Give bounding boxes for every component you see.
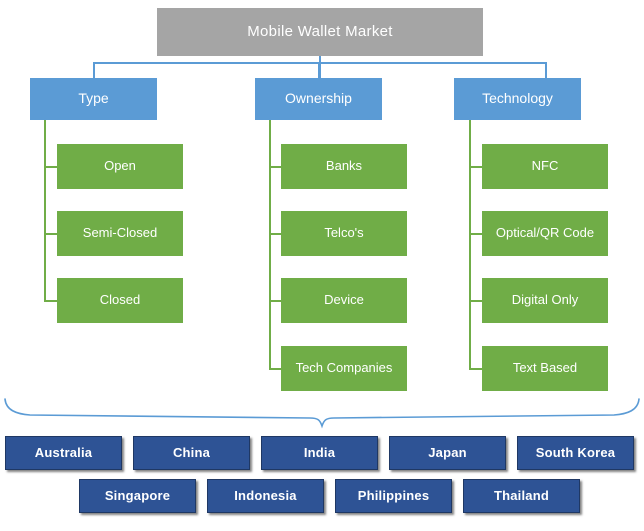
connector-elbow-technology-1	[469, 166, 483, 168]
country-node-label: Japan	[428, 444, 467, 460]
connector-elbow-ownership-2	[269, 233, 283, 235]
connector-drop-ownership	[318, 62, 320, 78]
connector-elbow-type-3	[44, 300, 58, 302]
country-node-label: Philippines	[357, 487, 430, 503]
category-node-ownership[interactable]: Ownership	[255, 78, 382, 120]
connector-elbow-technology-3	[469, 300, 483, 302]
country-node-label: South Korea	[535, 444, 616, 460]
root-node-label: Mobile Wallet Market	[247, 22, 393, 40]
leaf-node-label: Tech Companies	[295, 360, 393, 376]
connector-elbow-type-2	[44, 233, 58, 235]
country-node-label: India	[303, 444, 336, 460]
country-node-philippines[interactable]: Philippines	[335, 479, 452, 513]
root-node-mobile-wallet-market[interactable]: Mobile Wallet Market	[157, 8, 483, 56]
connector-spine-type	[44, 120, 46, 302]
leaf-node-label: Semi-Closed	[82, 225, 158, 241]
curly-brace-connector	[0, 396, 644, 430]
leaf-node-label: Optical/QR Code	[495, 225, 595, 241]
leaf-node-nfc[interactable]: NFC	[482, 144, 608, 189]
leaf-node-digital-only[interactable]: Digital Only	[482, 278, 608, 323]
curly-brace-icon	[4, 398, 640, 429]
leaf-node-label: Banks	[325, 158, 363, 174]
leaf-node-label: NFC	[531, 158, 559, 174]
country-node-indonesia[interactable]: Indonesia	[207, 479, 324, 513]
connector-spine-technology	[469, 120, 471, 370]
country-node-india[interactable]: India	[261, 436, 378, 470]
category-node-label: Ownership	[285, 90, 352, 107]
leaf-node-text-based[interactable]: Text Based	[482, 346, 608, 391]
category-node-label: Type	[78, 90, 109, 107]
country-node-china[interactable]: China	[133, 436, 250, 470]
category-node-technology[interactable]: Technology	[454, 78, 581, 120]
leaf-node-device[interactable]: Device	[281, 278, 407, 323]
country-node-singapore[interactable]: Singapore	[79, 479, 196, 513]
country-node-australia[interactable]: Australia	[5, 436, 122, 470]
connector-elbow-type-1	[44, 166, 58, 168]
connector-drop-technology	[545, 62, 547, 78]
category-node-label: Technology	[482, 90, 553, 107]
leaf-node-tech-companies[interactable]: Tech Companies	[281, 346, 407, 391]
connector-root-bus	[93, 62, 547, 64]
leaf-node-banks[interactable]: Banks	[281, 144, 407, 189]
category-node-type[interactable]: Type	[30, 78, 157, 120]
leaf-node-label: Closed	[99, 292, 141, 308]
country-node-label: Singapore	[104, 487, 171, 503]
leaf-node-label: Open	[104, 158, 136, 174]
country-node-label: Thailand	[493, 487, 550, 503]
connector-elbow-ownership-1	[269, 166, 283, 168]
country-node-thailand[interactable]: Thailand	[463, 479, 580, 513]
leaf-node-open[interactable]: Open	[57, 144, 183, 189]
connector-root-stem	[319, 56, 321, 78]
connector-elbow-ownership-3	[269, 300, 283, 302]
country-node-japan[interactable]: Japan	[389, 436, 506, 470]
leaf-node-label: Digital Only	[511, 292, 579, 308]
connector-elbow-ownership-4	[269, 368, 283, 370]
connector-elbow-technology-4	[469, 368, 483, 370]
connector-elbow-technology-2	[469, 233, 483, 235]
leaf-node-optical-qr-code[interactable]: Optical/QR Code	[482, 211, 608, 256]
country-node-south-korea[interactable]: South Korea	[517, 436, 634, 470]
leaf-node-closed[interactable]: Closed	[57, 278, 183, 323]
connector-drop-type	[93, 62, 95, 78]
connector-spine-ownership	[269, 120, 271, 370]
leaf-node-label: Telco's	[324, 225, 364, 241]
country-node-label: Australia	[34, 444, 93, 460]
leaf-node-label: Text Based	[512, 360, 578, 376]
leaf-node-semi-closed[interactable]: Semi-Closed	[57, 211, 183, 256]
leaf-node-label: Device	[324, 292, 364, 308]
leaf-node-telcos[interactable]: Telco's	[281, 211, 407, 256]
country-node-label: Indonesia	[234, 487, 297, 503]
country-node-label: China	[172, 444, 211, 460]
